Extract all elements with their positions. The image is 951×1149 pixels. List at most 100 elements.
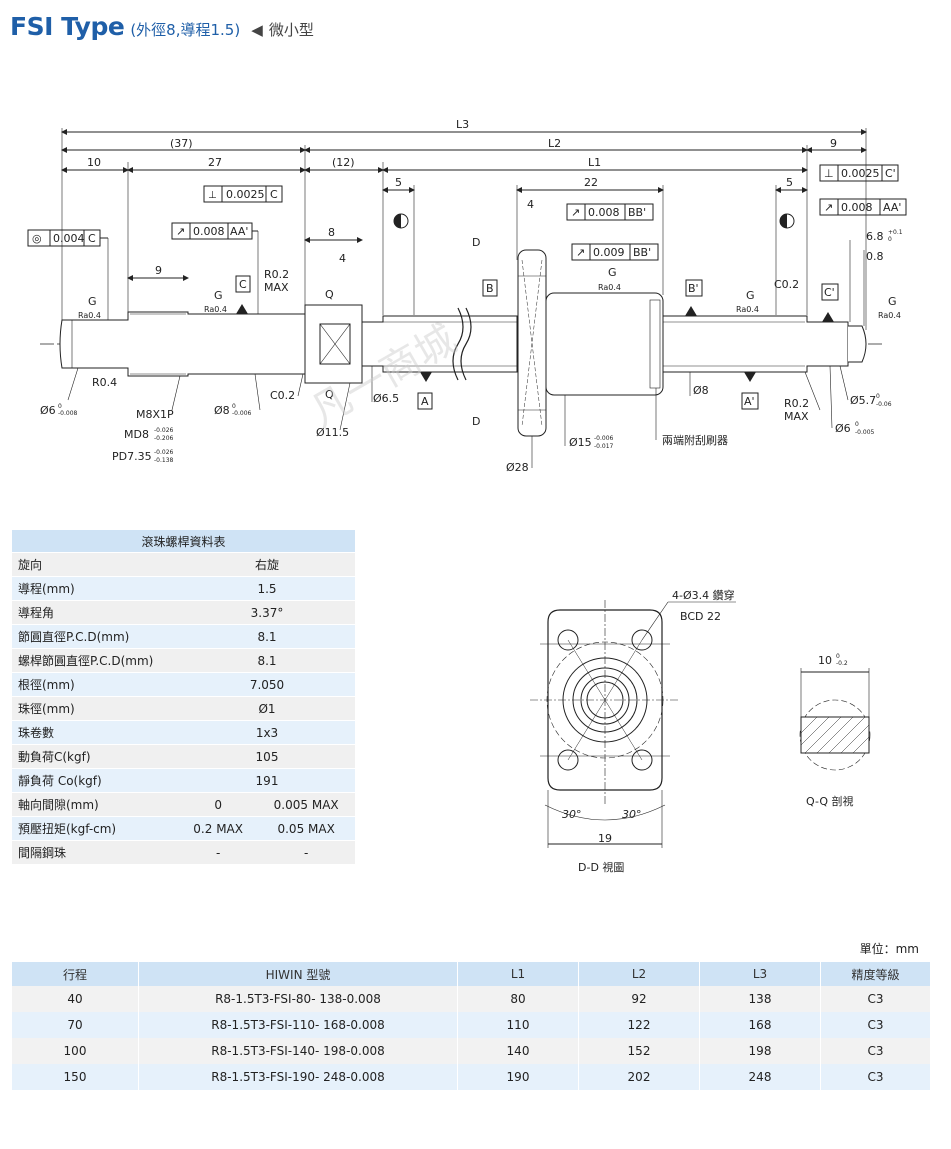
dim-10: 10	[87, 156, 101, 169]
svg-text:BB': BB'	[628, 206, 646, 219]
svg-text:-0.026: -0.026	[154, 427, 174, 434]
hole-note: 4-Ø3.4 鑽穿	[672, 588, 735, 602]
svg-text:AA': AA'	[230, 225, 248, 238]
section-views: 4-Ø3.4 鑽穿 BCD 22 30° 30° 19 D-D 視圖 10 0 …	[530, 588, 871, 874]
svg-text:0: 0	[836, 653, 840, 660]
svg-text:C: C	[270, 188, 278, 201]
datum-a-prime: A'	[744, 395, 755, 408]
tol-runout-nut: 0.008	[588, 206, 620, 219]
svg-text:G: G	[746, 289, 755, 302]
page-subtitle: (外徑8,導程1.5)	[130, 21, 241, 39]
svg-text:19: 19	[598, 832, 612, 845]
svg-text:Ø6: Ø6	[835, 422, 851, 435]
table-row: 螺桿節圓直徑P.C.D(mm)8.1	[12, 648, 355, 673]
svg-text:↗: ↗	[571, 206, 580, 219]
dim-37: (37)	[170, 137, 193, 150]
table-row: 旋向右旋	[12, 552, 355, 577]
tol-perp-right: 0.0025	[841, 167, 880, 180]
svg-text:Ø5.7: Ø5.7	[850, 394, 876, 407]
svg-text:D: D	[472, 236, 480, 249]
dim-5a: 5	[395, 176, 402, 189]
svg-text:G: G	[608, 266, 617, 279]
svg-text:-0.006: -0.006	[594, 435, 614, 442]
svg-text:-0.2: -0.2	[836, 660, 848, 667]
spec-title: 滾珠螺桿資料表	[12, 530, 355, 553]
dim-L1: L1	[588, 156, 601, 169]
svg-text:Ra0.4: Ra0.4	[204, 305, 227, 314]
table-row: 根徑(mm)7.050	[12, 672, 355, 697]
svg-text:Ra0.4: Ra0.4	[78, 311, 101, 320]
svg-text:Ø8: Ø8	[214, 404, 230, 417]
svg-text:6.8: 6.8	[866, 230, 884, 243]
r02-label: R0.2	[264, 268, 289, 281]
table-row: 導程(mm)1.5	[12, 576, 355, 601]
svg-text:Ø6.5: Ø6.5	[373, 392, 399, 405]
svg-text:↗: ↗	[824, 201, 833, 214]
svg-text:-0.008: -0.008	[58, 410, 78, 417]
svg-text:↗: ↗	[576, 246, 585, 259]
page-header: FSI Type(外徑8,導程1.5) ◀微小型	[10, 12, 314, 46]
tol-perp-left: 0.0025	[226, 188, 265, 201]
page-title: FSI Type	[10, 12, 125, 41]
table-row: 珠徑(mm)Ø1	[12, 696, 355, 721]
dd-view-label: D-D 視圖	[578, 860, 624, 874]
dim-9b: 9	[155, 264, 162, 277]
dim-27: 27	[208, 156, 222, 169]
tol-runout-left: 0.008	[193, 225, 225, 238]
svg-text:0: 0	[855, 421, 859, 428]
svg-text:-0.005: -0.005	[855, 429, 875, 436]
svg-text:0: 0	[232, 403, 236, 410]
svg-text:C': C'	[885, 167, 896, 180]
thread-m8: M8X1P	[136, 408, 174, 421]
svg-text:30°: 30°	[622, 808, 642, 821]
datum-c-prime: C'	[824, 286, 835, 299]
dim-4b: 4	[339, 252, 346, 265]
tol-runout-body: 0.009	[593, 246, 625, 259]
svg-text:Q: Q	[325, 388, 334, 401]
dim-4a: 4	[527, 198, 534, 211]
datum-b-prime: B'	[688, 282, 699, 295]
table-row: 間隔鋼珠--	[12, 840, 355, 865]
table-row: 動負荷C(kgf)105	[12, 744, 355, 769]
svg-text:Ra0.4: Ra0.4	[736, 305, 759, 314]
svg-text:C0.2: C0.2	[270, 389, 295, 402]
svg-text:Ra0.4: Ra0.4	[878, 311, 901, 320]
svg-text:PD7.35: PD7.35	[112, 450, 152, 463]
svg-text:0: 0	[58, 403, 62, 410]
svg-text:D: D	[472, 415, 480, 428]
svg-text:-0.026: -0.026	[154, 449, 174, 456]
svg-text:BCD 22: BCD 22	[680, 610, 721, 623]
svg-text:R0.2: R0.2	[784, 397, 809, 410]
datum-a: A	[421, 395, 429, 408]
dim-L2: L2	[548, 137, 561, 150]
arrow-left-icon: ◀	[251, 21, 263, 39]
tol-concentric: 0.004	[53, 232, 85, 245]
svg-text:-0.06: -0.06	[876, 401, 892, 408]
svg-text:MAX: MAX	[264, 281, 289, 294]
svg-text:G: G	[88, 295, 97, 308]
svg-text:0: 0	[888, 236, 892, 243]
dim-22: 22	[584, 176, 598, 189]
svg-text:Ø15: Ø15	[569, 436, 592, 449]
svg-text:+0.1: +0.1	[888, 229, 903, 236]
svg-text:⊥: ⊥	[208, 190, 217, 201]
svg-text:⊥: ⊥	[824, 167, 834, 180]
svg-text:BB': BB'	[633, 246, 651, 259]
svg-text:-0.206: -0.206	[154, 435, 174, 442]
concentric-icon: ◎	[32, 232, 42, 245]
datum-b: B	[486, 282, 494, 295]
svg-text:G: G	[888, 295, 897, 308]
svg-text:Ø8: Ø8	[693, 384, 709, 397]
svg-text:Ø11.5: Ø11.5	[316, 426, 349, 439]
svg-text:Q: Q	[325, 288, 334, 301]
